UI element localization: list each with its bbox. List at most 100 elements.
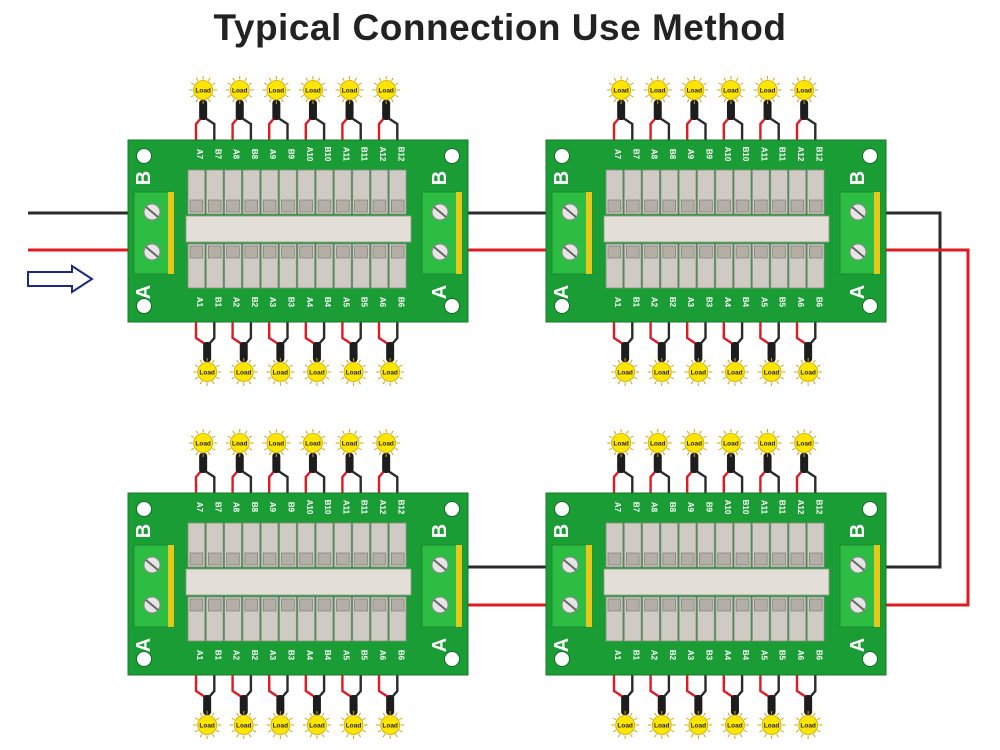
bulb-ray (795, 717, 800, 721)
bulb-ray (703, 712, 706, 717)
bulb-ray (800, 359, 804, 364)
load-label: Load (232, 440, 248, 447)
bulb-ray (718, 82, 723, 86)
bulb-ray (211, 82, 216, 86)
bulb-ray (772, 451, 775, 456)
bulb-ray (231, 376, 235, 380)
bulb-ray (685, 717, 690, 721)
bulb-ray (645, 82, 649, 86)
bulb-ray (812, 712, 816, 717)
pin-label-top: A11 (341, 147, 350, 162)
bulb-ray (342, 77, 345, 82)
pin-label-top: B7 (213, 502, 222, 513)
bulb-ray (681, 82, 686, 86)
load-plug (617, 100, 626, 120)
load-plug (308, 453, 317, 473)
pin-label-bottom: B6 (396, 297, 405, 308)
bulb-ray (690, 733, 694, 738)
bulb-ray (309, 359, 313, 364)
pin-label-bottom: A6 (378, 297, 387, 308)
bulb-ray (686, 77, 690, 82)
spring-lever-top (717, 199, 731, 213)
load-label: Load (236, 369, 252, 376)
pin-label-top: B8 (668, 149, 677, 160)
pin-label-bottom: B5 (778, 650, 787, 661)
bulb-ray (244, 98, 248, 103)
bulb-ray (341, 364, 345, 368)
bulb-ray (358, 435, 362, 439)
bulb-ray (272, 712, 276, 717)
bulb-ray (650, 451, 653, 456)
bulb-ray (195, 430, 199, 435)
side-b-label: B (551, 171, 573, 185)
pin-label-top: B8 (250, 149, 259, 160)
bulb-ray (791, 447, 796, 451)
load-label: Load (342, 440, 358, 447)
screw-terminal (839, 544, 881, 628)
pin-label-top: A9 (268, 502, 277, 513)
bulb-ray (321, 733, 325, 738)
bulb-ray (654, 733, 657, 738)
pin-label-top: A9 (686, 149, 695, 160)
light-bulb-icon (307, 362, 327, 382)
load-bulb: Load (607, 76, 636, 104)
bulb-ray (244, 77, 248, 82)
side-b-label: B (429, 171, 451, 185)
bulb-ray (325, 376, 330, 380)
bulb-ray (800, 380, 804, 385)
bulb-ray (394, 435, 399, 439)
load-plug (235, 100, 244, 120)
spring-lever-bottom (299, 245, 313, 259)
pin-label-top: A10 (723, 147, 732, 162)
bulb-ray (645, 435, 649, 439)
spring-lever-bottom (699, 245, 713, 259)
bulb-ray (608, 435, 613, 439)
bulb-ray (629, 82, 634, 86)
bulb-ray (341, 729, 345, 733)
bulb-ray (780, 729, 784, 733)
pin-label-bottom: B4 (323, 650, 332, 661)
bulb-ray (289, 717, 293, 721)
bulb-ray (654, 380, 657, 385)
bulb-ray (703, 380, 706, 385)
mounting-hole-icon (554, 501, 570, 517)
load-bulb: Load (298, 76, 327, 104)
bulb-ray (735, 430, 739, 435)
bulb-ray (625, 77, 629, 82)
spring-lever-top (244, 199, 258, 213)
bulb-ray (231, 364, 235, 368)
spring-lever-top (390, 552, 405, 566)
bulb-ray (703, 447, 707, 451)
spring-lever-top (262, 552, 277, 566)
spring-lever-bottom (189, 245, 204, 259)
mounting-hole-icon (444, 298, 460, 314)
bulb-ray (722, 717, 727, 721)
spring-lever-bottom (317, 245, 332, 259)
bulb-ray (739, 359, 743, 364)
light-bulb-icon (615, 362, 636, 382)
screw-slot (433, 599, 447, 611)
bulb-ray (780, 364, 784, 368)
pin-label-top: B10 (323, 147, 332, 162)
pin-label-bottom: A2 (232, 297, 241, 308)
load-bulb: Load (611, 358, 640, 386)
load-bulb: Load (372, 76, 401, 104)
bulb-ray (398, 364, 403, 368)
bulb-ray (321, 435, 326, 439)
pin-label-top: B7 (631, 149, 640, 160)
bulb-ray (289, 729, 293, 733)
bulb-ray (649, 729, 653, 733)
spring-lever-top (262, 199, 277, 213)
load-bulb: Load (720, 358, 749, 386)
bulb-ray (703, 359, 706, 364)
light-bulb-icon (266, 80, 287, 100)
load-bulb: Load (262, 429, 291, 457)
pin-label-top: A8 (232, 502, 241, 513)
bulb-ray (382, 380, 386, 385)
spring-lever-top (680, 199, 695, 213)
light-bulb-icon (761, 715, 782, 735)
bulb-ray (808, 430, 812, 435)
